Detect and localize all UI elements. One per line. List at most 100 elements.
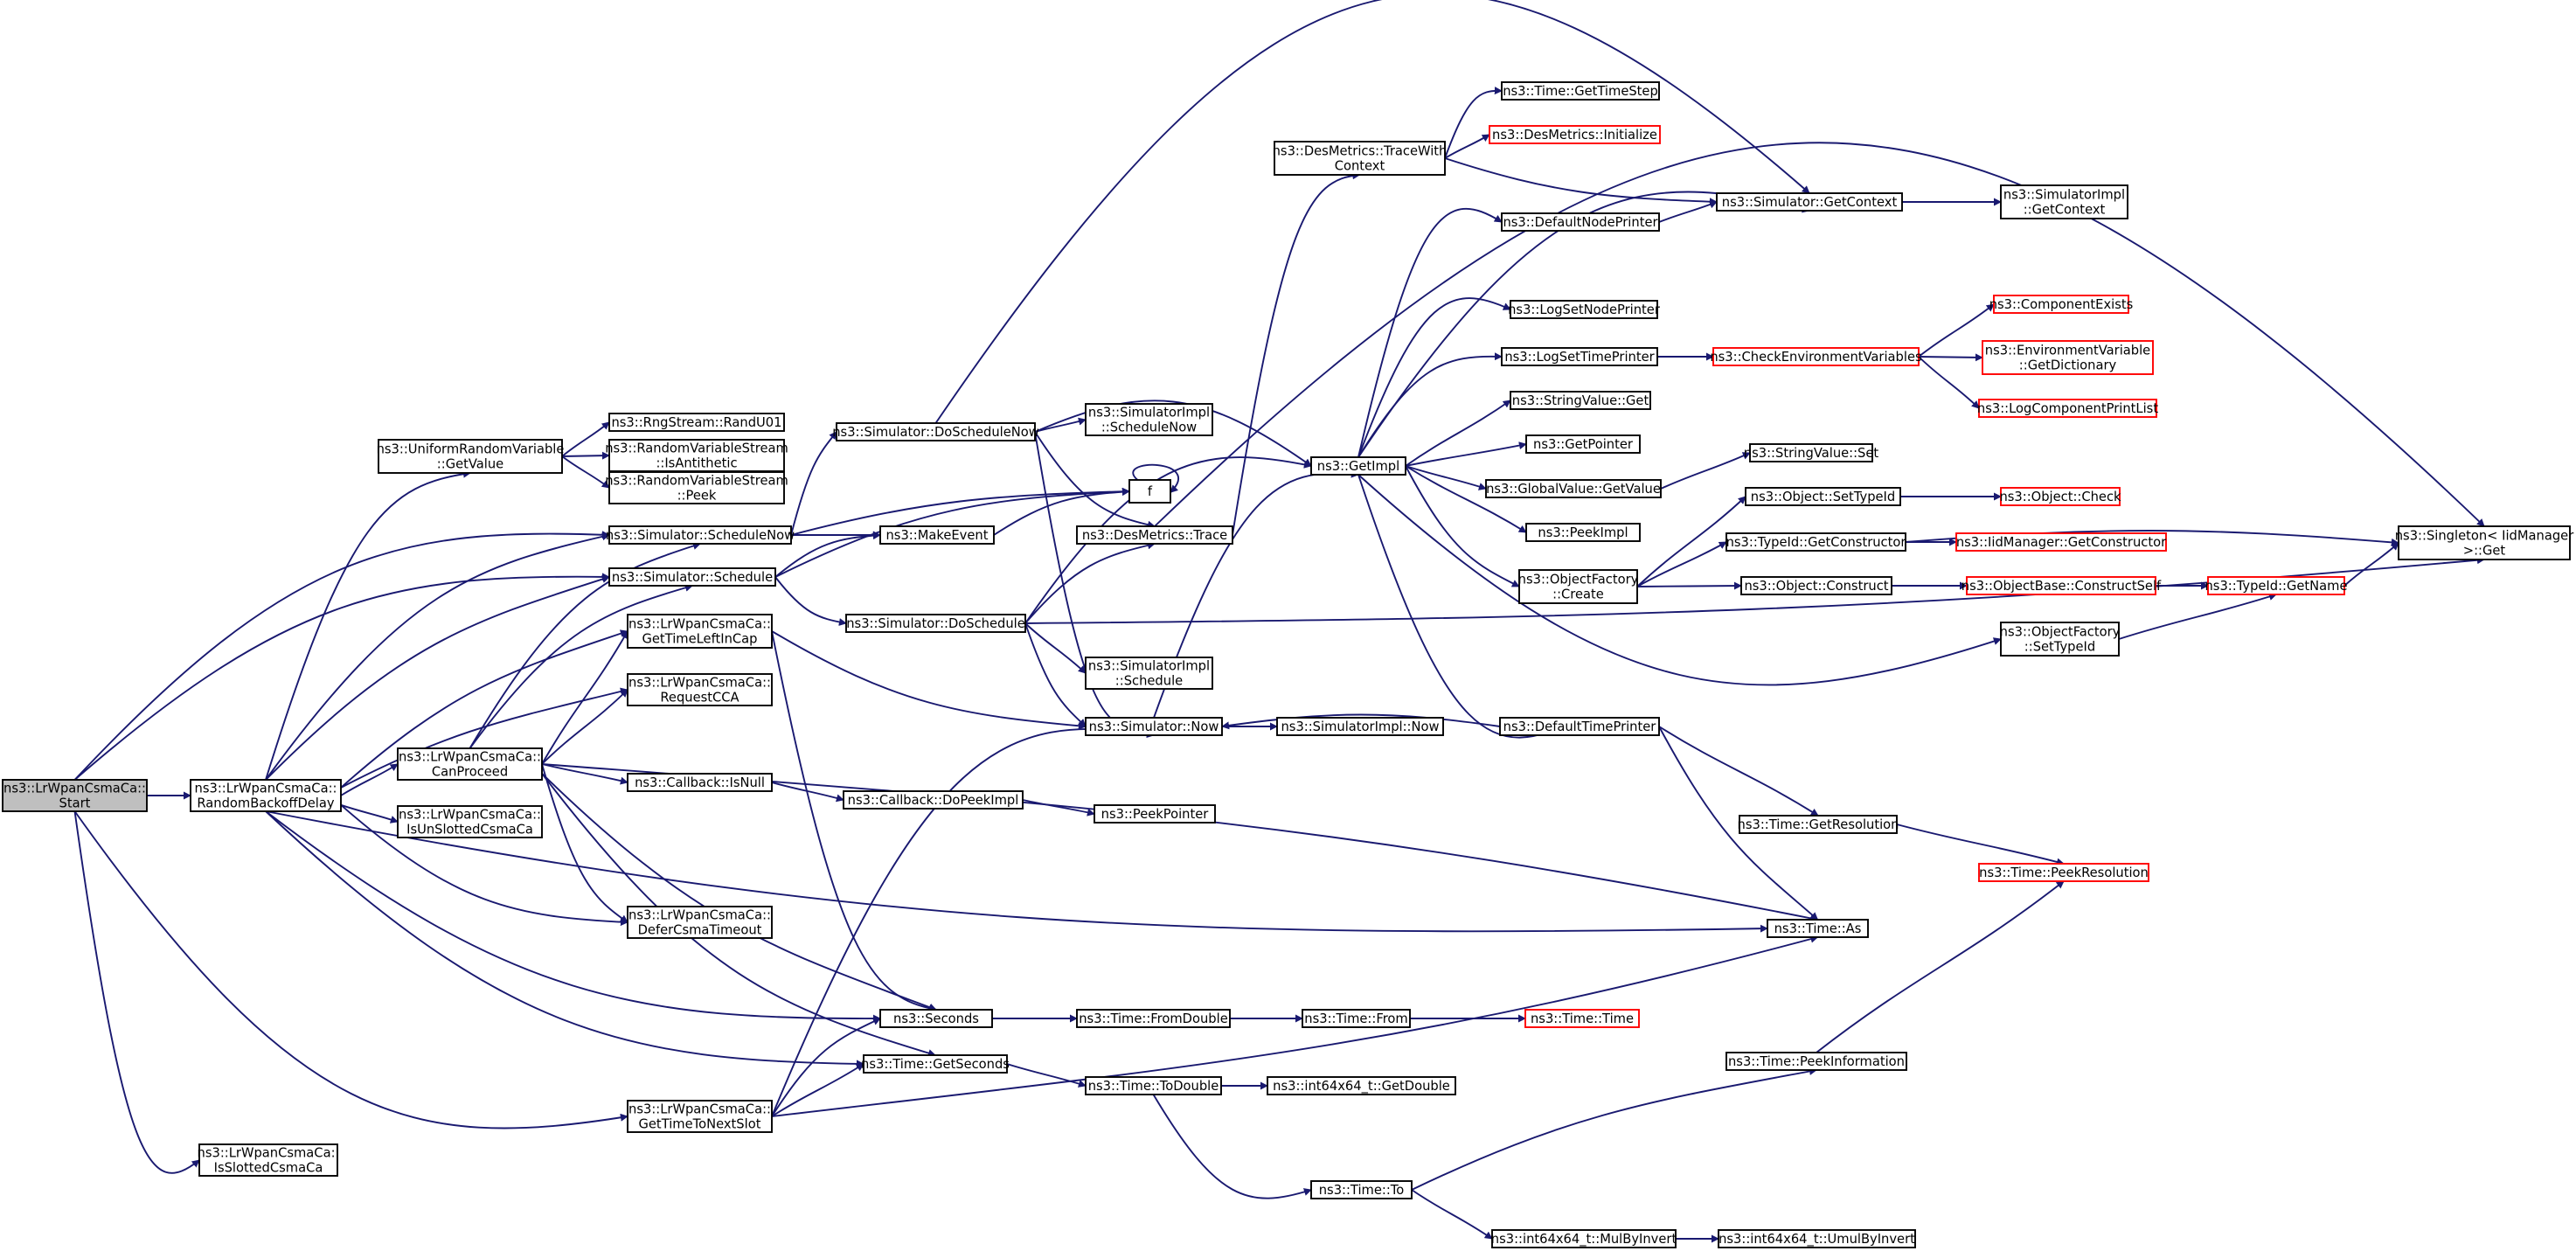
node-f[interactable]: f [1128, 479, 1171, 504]
node-objfactsettypeid[interactable]: ns3::ObjectFactory::SetTypeId [2000, 622, 2121, 657]
node-logcomplist[interactable]: ns3::LogComponentPrintList [1977, 399, 2158, 418]
node-box [2, 779, 148, 812]
node-timegetres[interactable]: ns3::Time::GetResolution [1738, 815, 1899, 834]
edge-path [265, 810, 864, 1068]
node-slotted[interactable]: ns3::LrWpanCsmaCa::IsSlottedCsmaCa [198, 1143, 340, 1177]
node-desminit[interactable]: ns3::DesMetrics::Initialize [1489, 125, 1661, 144]
node-umulbyinv[interactable]: ns3::int64x64_t::UmulByInvert [1718, 1229, 1916, 1248]
node-dosched[interactable]: ns3::Simulator::DoSchedule [845, 614, 1026, 633]
node-getimpl[interactable]: ns3::GetImpl [1310, 456, 1406, 476]
node-timepeekinfo[interactable]: ns3::Time::PeekInformation [1725, 1052, 1907, 1071]
node-peek[interactable]: ns3::RandomVariableStream::Peek [605, 471, 788, 504]
node-label-line: ns3::LrWpanCsmaCa:: [628, 908, 771, 923]
node-simimplsched[interactable]: ns3::SimulatorImpl::Schedule [1085, 657, 1213, 690]
node-simimplschednow[interactable]: ns3::SimulatorImpl::ScheduleNow [1085, 403, 1213, 436]
node-box [1094, 804, 1216, 824]
node-box [397, 747, 543, 781]
node-sched[interactable]: ns3::Simulator::Schedule [608, 567, 776, 587]
node-todouble[interactable]: ns3::Time::ToDouble [1085, 1076, 1222, 1095]
node-strvalget[interactable]: ns3::StringValue::Get [1510, 391, 1651, 410]
node-getpointer[interactable]: ns3::GetPointer [1525, 434, 1641, 454]
node-compexists[interactable]: ns3::ComponentExists [1989, 295, 2134, 314]
node-gtnext[interactable]: ns3::LrWpanCsmaCa::GetTimeToNextSlot [627, 1100, 773, 1133]
node-doschednow[interactable]: ns3::Simulator::DoScheduleNow [832, 422, 1039, 441]
node-gvgetvalue[interactable]: ns3::GlobalValue::GetValue [1485, 479, 1662, 498]
node-objconstruct[interactable]: ns3::Object::Construct [1740, 576, 1892, 595]
node-time[interactable]: ns3::Time::Time [1524, 1009, 1640, 1028]
call-edge-getimpl-to-objfactsettypeid [1357, 474, 2002, 686]
node-gtlcap[interactable]: ns3::LrWpanCsmaCa::GetTimeLeftInCap [627, 614, 773, 649]
node-fromdouble[interactable]: ns3::Time::FromDouble [1076, 1009, 1231, 1028]
edge-path [1132, 463, 1179, 493]
node-objcheck[interactable]: ns3::Object::Check [1999, 487, 2121, 506]
node-deftimeprinter[interactable]: ns3::DefaultTimePrinter [1499, 717, 1660, 736]
node-simimplgetctx[interactable]: ns3::SimulatorImpl::GetContext [2000, 184, 2128, 219]
node-label-line: ns3::Time::Time [1531, 1011, 1634, 1026]
call-edge-canproc-to-getseconds [541, 773, 936, 1057]
node-envvar[interactable]: ns3::EnvironmentVariable::GetDictionary [1982, 340, 2154, 375]
node-label-line: ns3::RandomVariableStream [605, 441, 788, 456]
node-getseconds[interactable]: ns3::Time::GetSeconds [861, 1054, 1010, 1074]
node-checkenv[interactable]: ns3::CheckEnvironmentVariables [1710, 347, 1922, 366]
node-timeas[interactable]: ns3::Time::As [1767, 919, 1869, 938]
node-mulbyinv[interactable]: ns3::int64x64_t::MulByInvert [1491, 1229, 1677, 1248]
node-label-line: ns3::LrWpanCsmaCa:: [628, 617, 771, 632]
node-typeidgetname[interactable]: ns3::TypeId::GetName [2205, 576, 2348, 595]
node-unslotted[interactable]: ns3::LrWpanCsmaCa::IsUnSlottedCsmaCa [397, 805, 543, 838]
node-gettimestep[interactable]: ns3::Time::GetTimeStep [1501, 81, 1660, 101]
node-seconds[interactable]: ns3::Seconds [879, 1009, 993, 1028]
call-edge-objfactsettypeid-to-typeidgetname [2118, 593, 2277, 640]
node-defnodeprinter[interactable]: ns3::DefaultNodePrinter [1501, 212, 1660, 232]
edge-path [1221, 713, 1501, 730]
node-box [2207, 576, 2345, 595]
node-makeevent[interactable]: ns3::MakeEvent [879, 525, 995, 545]
node-start[interactable]: ns3::LrWpanCsmaCa::Start [2, 779, 148, 812]
node-objsettypeid[interactable]: ns3::Object::SetTypeId [1745, 487, 1901, 506]
node-label-line: ns3::ObjectFactory [1518, 573, 1639, 587]
node-label-line: ::GetContext [2024, 203, 2106, 218]
node-singleton[interactable]: ns3::Singleton< IidManager>::Get [2395, 525, 2574, 560]
node-label-line: ns3::Simulator::DoSchedule [846, 616, 1025, 631]
edge-path [1816, 880, 2065, 1053]
call-edge-urv-to-peek [561, 455, 610, 489]
call-edge-rbd-to-schednow [265, 532, 610, 781]
node-objbasector[interactable]: ns3::ObjectBase::ConstructSelf [1962, 576, 2162, 595]
node-label-line: ns3::Time::GetSeconds [861, 1057, 1010, 1072]
call-edge-defnodeprinter-to-simgetctx [1658, 200, 1718, 223]
node-urv[interactable]: ns3::UniformRandomVariable::GetValue [377, 439, 565, 474]
node-canproc[interactable]: ns3::LrWpanCsmaCa::CanProceed [397, 747, 543, 781]
node-getdouble[interactable]: ns3::int64x64_t::GetDouble [1267, 1076, 1456, 1095]
node-randu01[interactable]: ns3::RngStream::RandU01 [608, 413, 785, 432]
node-timepeekres[interactable]: ns3::Time::PeekResolution [1978, 863, 2149, 882]
call-edge-to-to-mulbyinv [1411, 1189, 1493, 1240]
node-from[interactable]: ns3::Time::From [1302, 1009, 1411, 1028]
node-schednow[interactable]: ns3::Simulator::ScheduleNow [606, 525, 795, 545]
node-typeidgetctor[interactable]: ns3::TypeId::GetConstructor [1725, 532, 1907, 552]
node-logsettime[interactable]: ns3::LogSetTimePrinter [1501, 347, 1658, 366]
node-cbdopeek[interactable]: ns3::Callback::DoPeekImpl [843, 790, 1024, 810]
node-cbnull[interactable]: ns3::Callback::IsNull [627, 773, 773, 792]
node-to[interactable]: ns3::Time::To [1310, 1180, 1413, 1199]
node-simgetctx[interactable]: ns3::Simulator::GetContext [1716, 192, 1903, 212]
node-strvalset[interactable]: ns3::StringValue::Set [1744, 443, 1879, 462]
node-logsetnode[interactable]: ns3::LogSetNodePrinter [1508, 300, 1661, 319]
node-rbd[interactable]: ns3::LrWpanCsmaCa::RandomBackoffDelay [190, 779, 342, 812]
node-objfactcreate[interactable]: ns3::ObjectFactory::Create [1518, 569, 1639, 604]
node-simimplnow[interactable]: ns3::SimulatorImpl::Now [1276, 717, 1444, 736]
node-isanti[interactable]: ns3::RandomVariableStream::IsAntithetic [605, 439, 788, 472]
node-peekimpl[interactable]: ns3::PeekImpl [1525, 523, 1641, 542]
node-label-line: ns3::Time::As [1774, 921, 1862, 936]
node-reqcca[interactable]: ns3::LrWpanCsmaCa::RequestCCA [627, 673, 773, 706]
edge-path [2343, 542, 2399, 587]
node-box [1276, 717, 1444, 736]
edge-path [1405, 465, 1487, 490]
node-iidmgrgetctor[interactable]: ns3::IidManager::GetConstructor [1955, 532, 2167, 552]
node-desmtrace[interactable]: ns3::DesMetrics::Trace [1076, 525, 1233, 545]
node-label-line: ns3::Object::SetTypeId [1751, 490, 1895, 504]
node-box [1993, 295, 2129, 314]
node-peekptr[interactable]: ns3::PeekPointer [1094, 804, 1216, 824]
node-defer[interactable]: ns3::LrWpanCsmaCa::DeferCsmaTimeout [627, 906, 773, 939]
node-simnow[interactable]: ns3::Simulator::Now [1085, 717, 1223, 736]
node-box [1518, 569, 1638, 604]
